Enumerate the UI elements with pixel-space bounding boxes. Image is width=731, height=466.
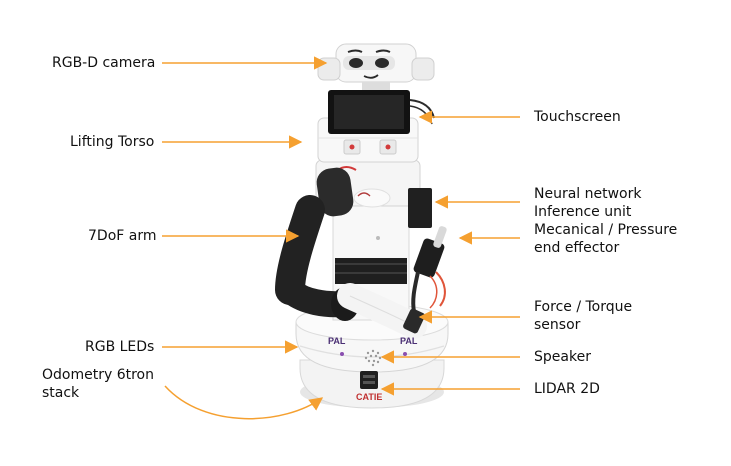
label-arm: 7DoF arm <box>88 228 157 244</box>
label-rgb-leds: RGB LEDs <box>85 339 155 355</box>
label-neural-line1: Neural network <box>534 186 642 202</box>
label-odometry-line2: stack <box>42 385 80 401</box>
speaker-grille <box>364 349 382 367</box>
label-speaker: Speaker <box>534 349 591 365</box>
label-odometry-line1: Odometry 6tron <box>42 367 154 383</box>
label-odometry: Odometry 6tron stack <box>42 366 154 402</box>
touchscreen-device <box>328 90 435 134</box>
label-touchscreen: Touchscreen <box>534 109 621 125</box>
label-lidar: LIDAR 2D <box>534 381 600 397</box>
arrow-odometry <box>164 385 324 420</box>
brand-right: PAL <box>400 336 418 346</box>
annotation-arrows <box>162 56 520 420</box>
label-neural-line2: Inference unit <box>534 204 632 220</box>
label-effector-line2: end effector <box>534 240 620 256</box>
label-force-line2: sensor <box>534 317 581 333</box>
robot-head <box>317 43 435 92</box>
label-neural: Neural network Inference unit <box>534 185 642 221</box>
lidar-window <box>360 371 378 389</box>
label-effector: Mecanical / Pressure end effector <box>534 221 677 257</box>
label-force-line1: Force / Torque <box>534 299 633 315</box>
robot-arm <box>275 167 447 339</box>
label-lifting-torso: Lifting Torso <box>70 134 155 150</box>
label-rgbd-camera: RGB-D camera <box>52 55 156 71</box>
end-effector <box>413 238 445 278</box>
brand-left: PAL <box>328 336 346 346</box>
inference-unit-box <box>408 188 432 228</box>
label-effector-line1: Mecanical / Pressure <box>534 222 678 238</box>
base-brand: CATIE <box>356 392 382 402</box>
label-force: Force / Torque sensor <box>534 298 632 334</box>
robot-illustration: PAL PAL CATIE <box>275 43 449 409</box>
